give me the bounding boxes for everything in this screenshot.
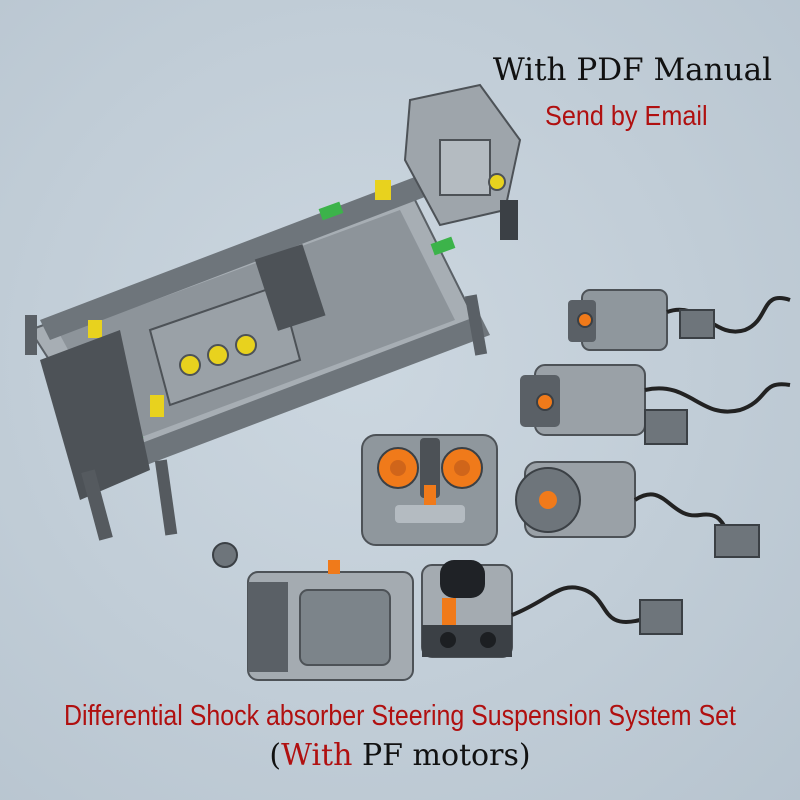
ir-remote-image bbox=[361, 434, 498, 546]
with-word: With bbox=[281, 738, 353, 773]
pf-motor-image bbox=[520, 364, 791, 445]
motors-text: PF motors) bbox=[352, 738, 531, 773]
product-caption: Differential Shock absorber Steering Sus… bbox=[64, 700, 736, 732]
headline: With PDF Manual bbox=[492, 52, 772, 88]
paren-open: ( bbox=[269, 738, 282, 773]
pf-motor-image bbox=[568, 289, 791, 351]
battery-box-image bbox=[247, 560, 414, 681]
pf-motor-image bbox=[515, 461, 760, 558]
product-subcaption: (With PF motors) bbox=[0, 738, 800, 773]
ir-receiver-image bbox=[421, 560, 683, 658]
subheadline: Send by Email bbox=[545, 100, 708, 131]
technic-chassis-image bbox=[25, 83, 522, 568]
